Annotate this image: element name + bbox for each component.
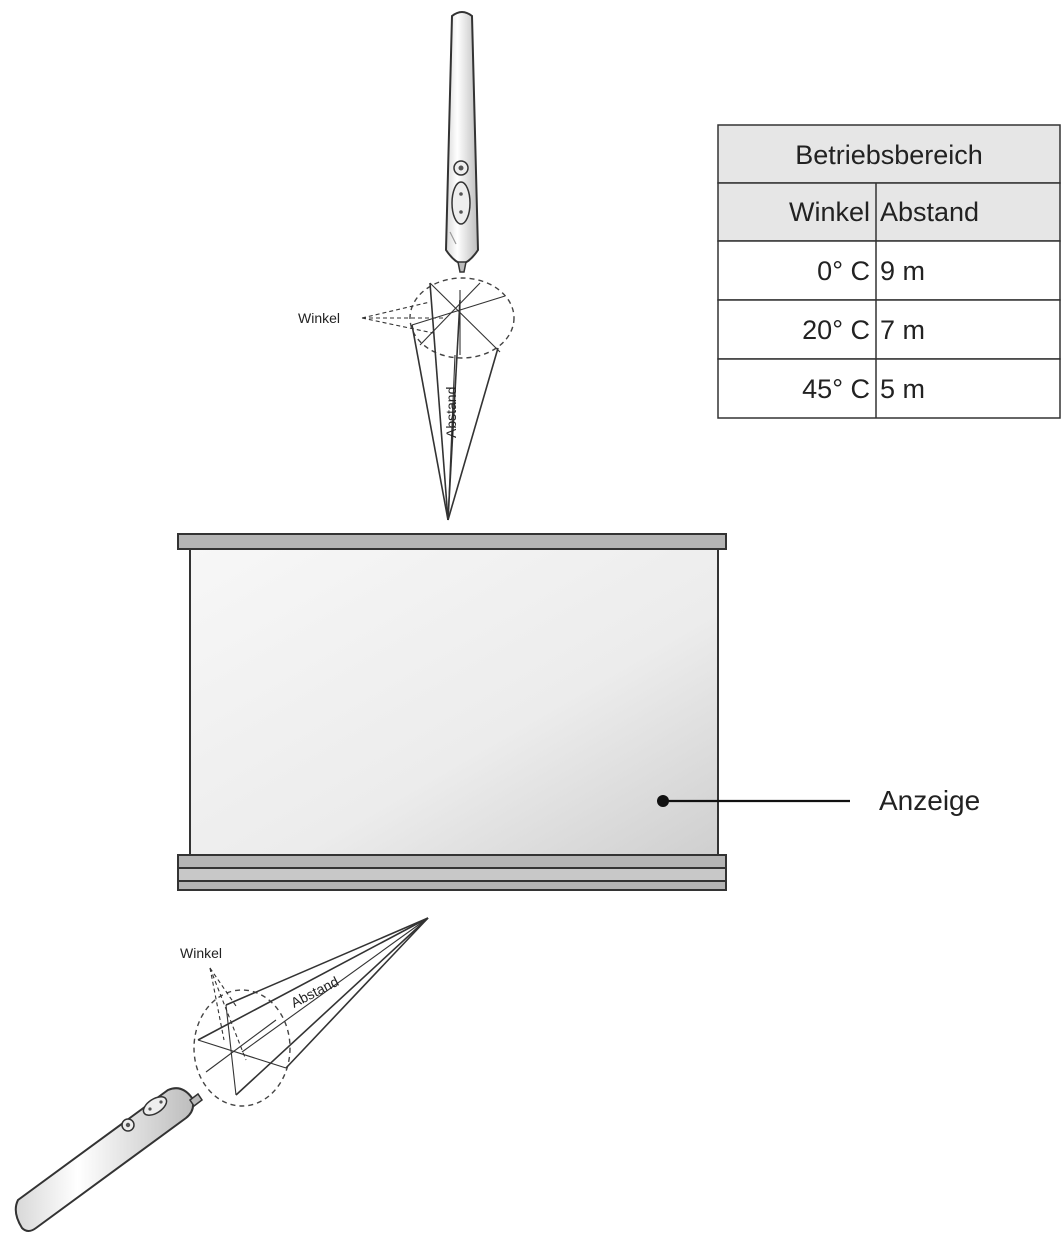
top-pen-remote [444, 11, 480, 273]
table-row [717, 240, 1061, 301]
table-cell-angle: 0° C [817, 256, 870, 286]
top-angle-label: Winkel [298, 310, 340, 326]
top-range-cone [361, 277, 515, 521]
table-row [717, 299, 1061, 360]
table-title-cell [717, 124, 1061, 184]
display-base-bar [177, 880, 727, 891]
top-distance-label: Abstand [443, 387, 459, 438]
operating-range-table: Betriebsbereich Winkel Abstand 0° C 9 m … [717, 124, 1061, 419]
table-title: Betriebsbereich [795, 140, 983, 170]
bottom-range-cone [193, 917, 429, 1107]
table-row [717, 358, 1061, 419]
bottom-pen-remote [14, 1087, 204, 1232]
table-cell-distance: 7 m [880, 315, 925, 345]
display-top-bar [177, 533, 727, 550]
table-header-row [717, 182, 1061, 242]
table-cell-angle: 45° C [802, 374, 870, 404]
display-bottom-bar [177, 854, 727, 869]
display-screen [177, 533, 727, 891]
bottom-angle-label: Winkel [180, 945, 222, 961]
table-cell-distance: 5 m [880, 374, 925, 404]
table-cell-distance: 9 m [880, 256, 925, 286]
display-panel [189, 548, 719, 856]
bottom-angle-circle [193, 989, 291, 1107]
pen-remote-icon [444, 11, 480, 273]
top-angle-circle [409, 277, 515, 359]
display-label: Anzeige [879, 785, 980, 816]
display-callout [657, 795, 850, 807]
display-bottom-tray [177, 867, 727, 882]
pen-remote-icon [14, 1087, 204, 1232]
table-cell-angle: 20° C [802, 315, 870, 345]
table-header-distance: Abstand [880, 197, 979, 227]
table-header-angle: Winkel [789, 197, 870, 227]
